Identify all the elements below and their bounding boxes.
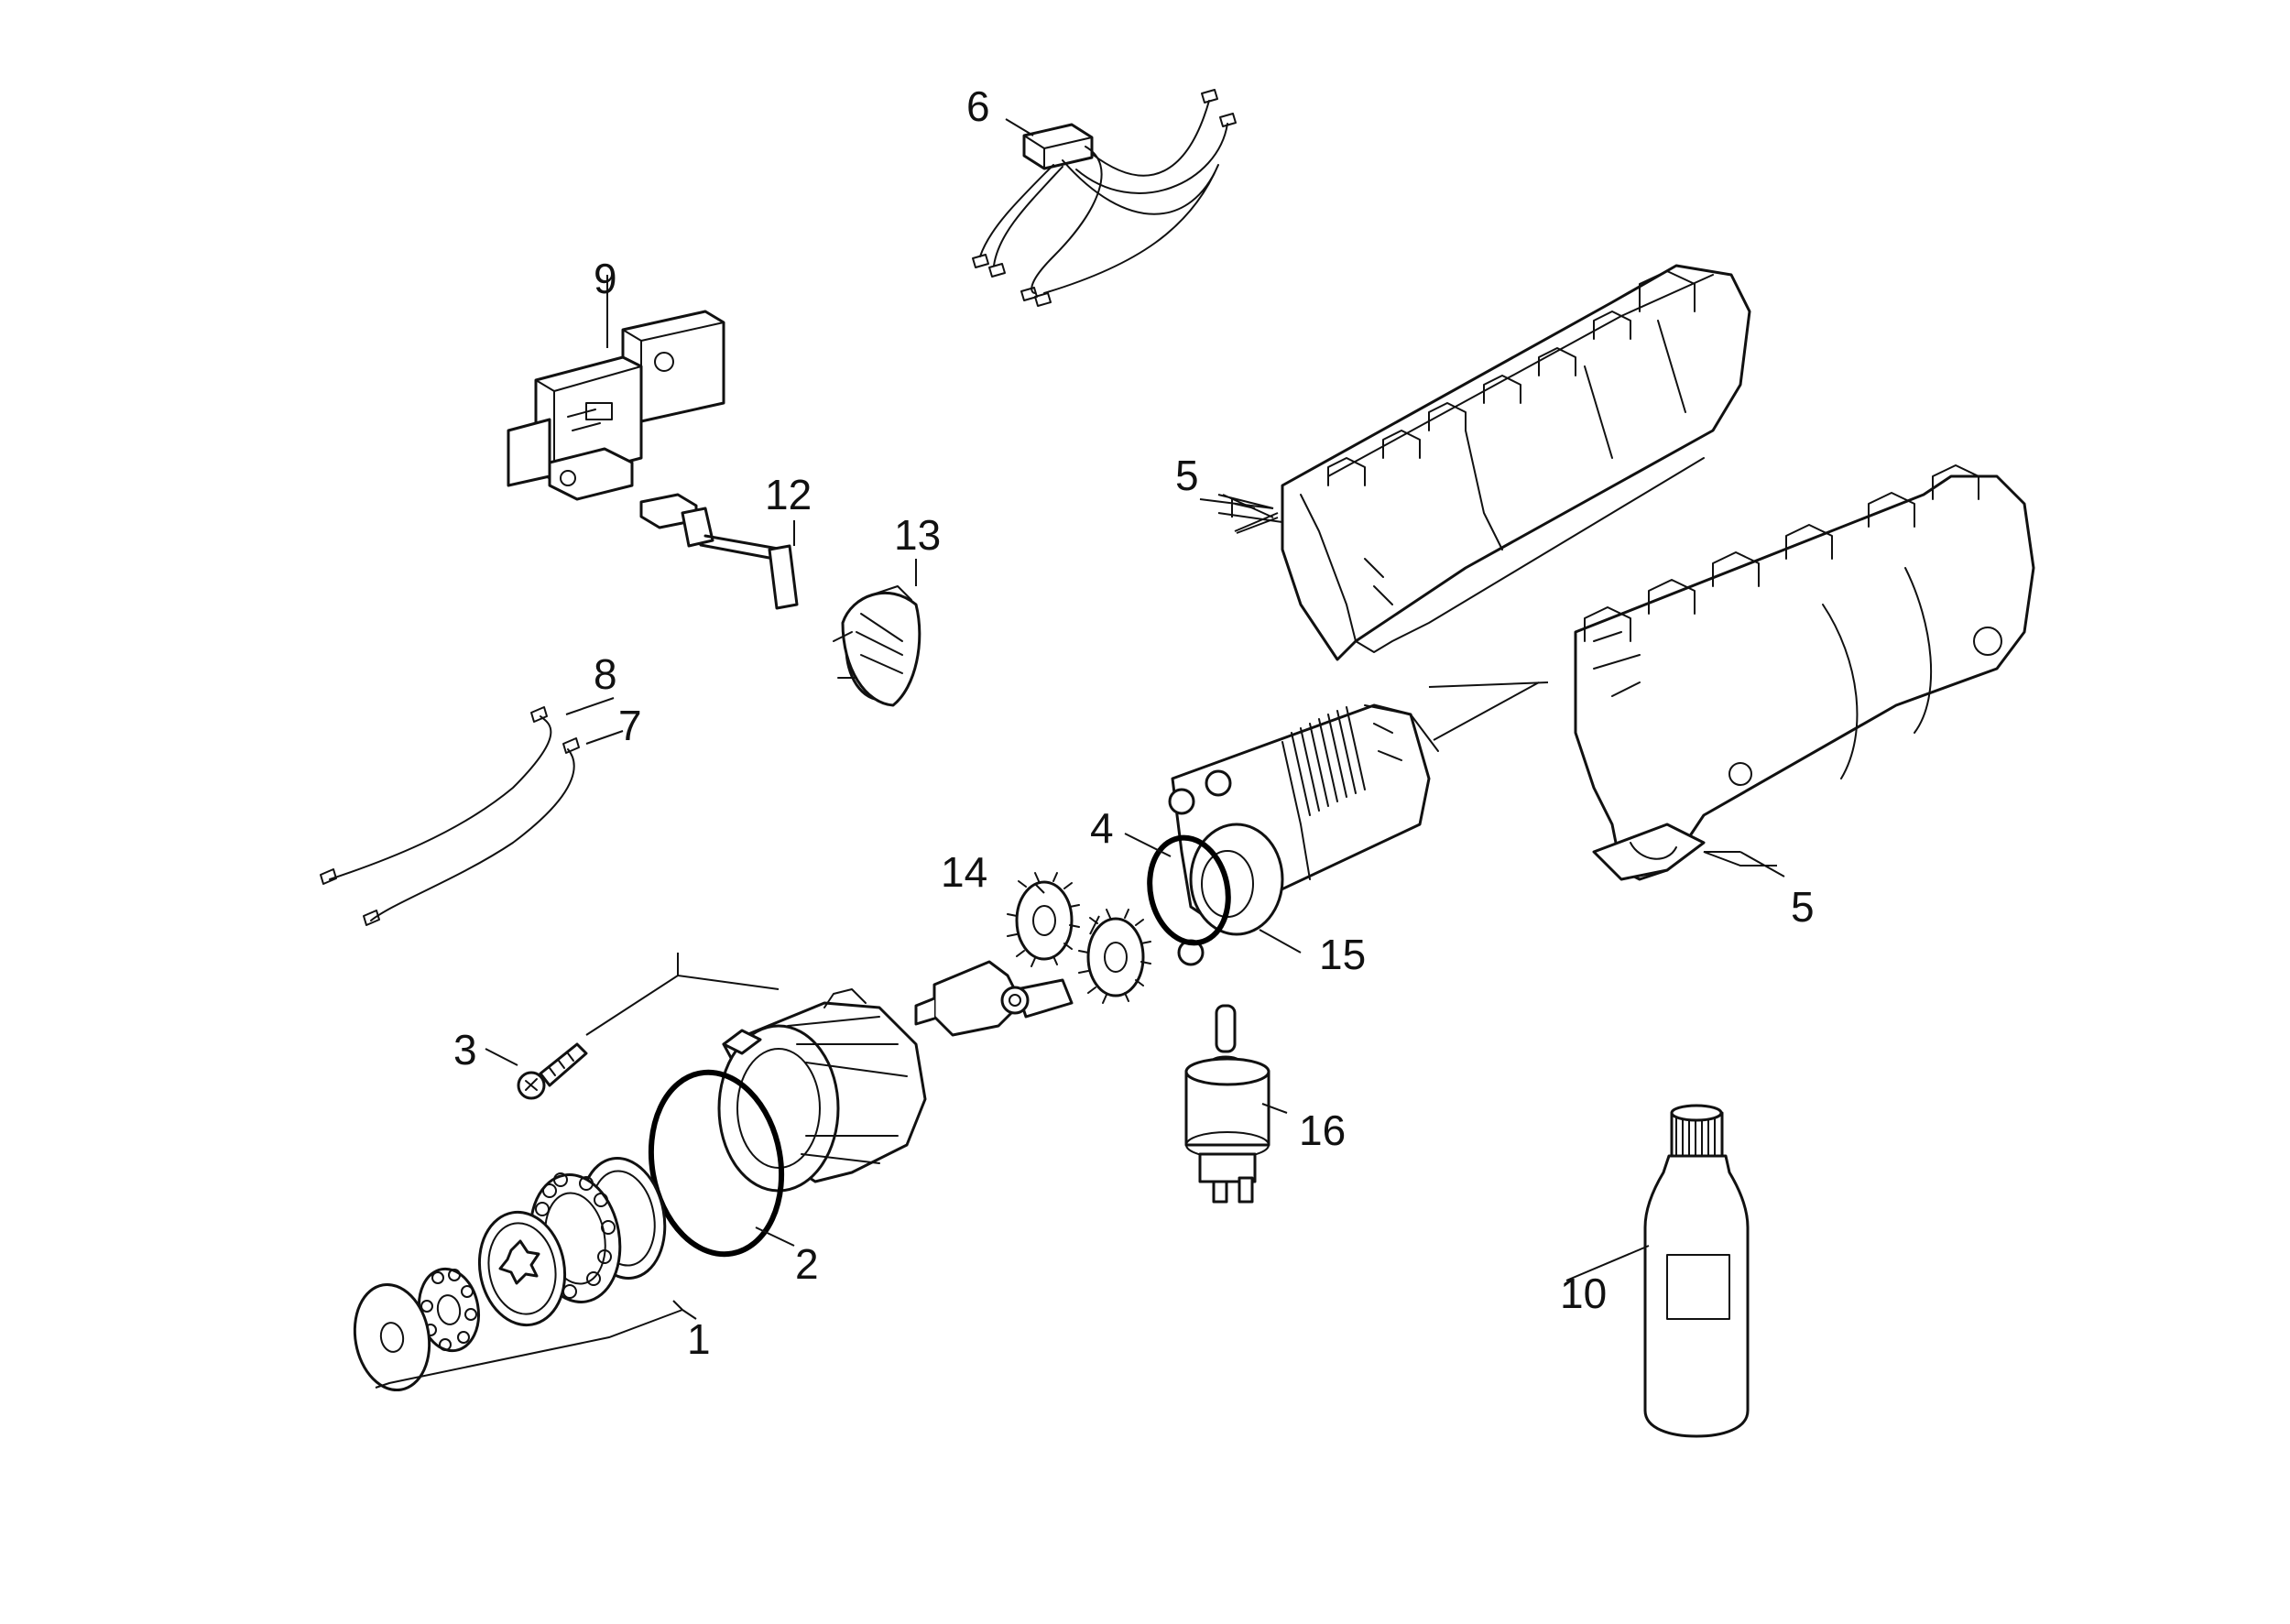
callout-2: 2	[795, 1240, 819, 1288]
callout-16: 16	[1299, 1106, 1346, 1154]
part-15-motor	[1168, 703, 1439, 966]
part-4-o-ring	[1147, 834, 1231, 946]
part-6-cable-harness	[972, 89, 1237, 307]
callout-8: 8	[594, 650, 617, 698]
callout-1: 1	[687, 1315, 711, 1363]
part-10-oil-bottle	[1643, 1104, 1750, 1438]
callout-15: 15	[1319, 931, 1366, 978]
eccentric-shaft	[914, 960, 1074, 1037]
part-13-knob	[833, 585, 921, 707]
callout-7: 7	[618, 702, 642, 749]
part-9-switch-assembly	[507, 310, 725, 501]
part-14-gears	[1007, 872, 1151, 1004]
part-5-housing-lower	[1574, 464, 2035, 881]
part-12-switch-rod	[639, 493, 799, 610]
callout-13: 13	[894, 511, 941, 559]
callout-9: 9	[594, 255, 617, 302]
callout-5-lower: 5	[1791, 883, 1815, 931]
callout-5-upper: 5	[1175, 452, 1199, 499]
part-5-housing-upper	[1281, 264, 1751, 661]
part-7-wire	[363, 737, 580, 926]
part-3-screw	[517, 1042, 588, 1100]
callout-12: 12	[765, 471, 812, 518]
callout-3: 3	[453, 1026, 477, 1074]
callout-6: 6	[966, 82, 990, 130]
callout-14: 14	[941, 848, 987, 896]
callout-4: 4	[1090, 804, 1114, 852]
part-8-wire	[320, 706, 552, 885]
callout-labels: 1 2 3 4 5 5 6 7 8 9 10 12 13 14 15 16	[453, 82, 1815, 1363]
leader-lines	[375, 118, 1785, 1389]
callout-10: 10	[1560, 1270, 1607, 1317]
part-2-o-ring	[648, 1069, 785, 1258]
part-16-pressure-switch	[1184, 1004, 1270, 1204]
part-1-valve-set	[353, 1157, 667, 1392]
